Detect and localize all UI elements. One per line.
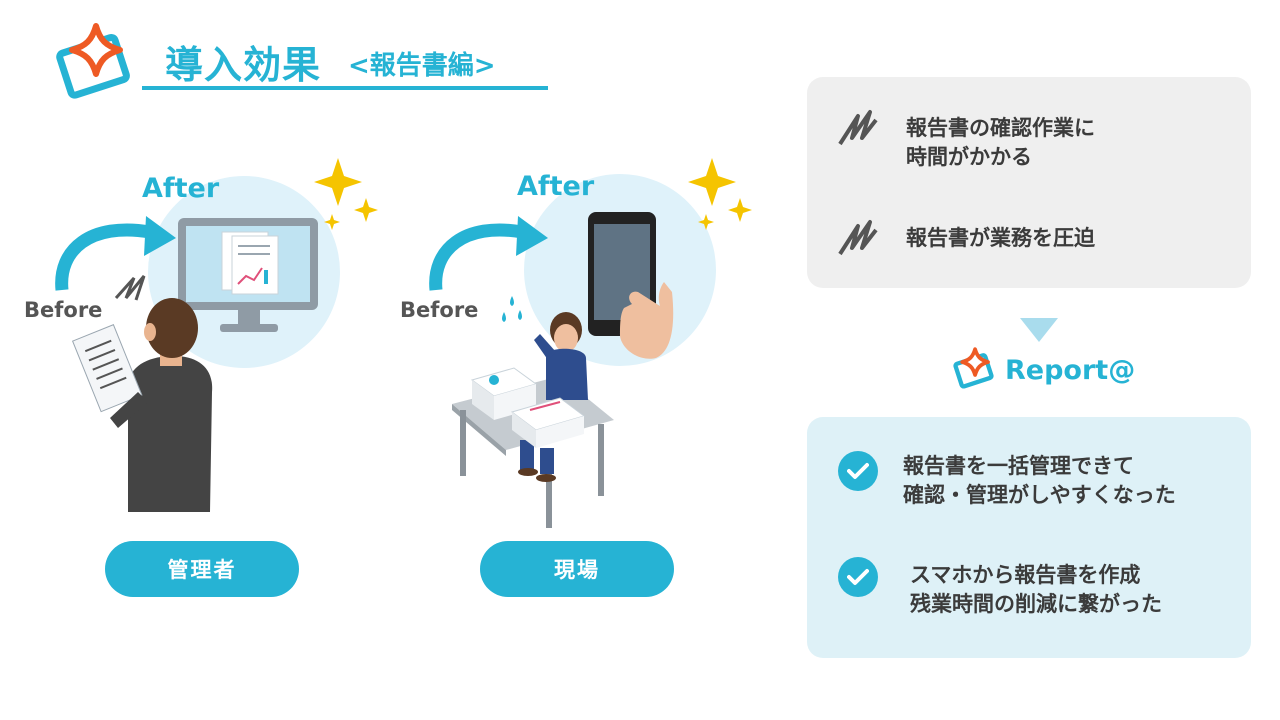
sweat-drops-icon: [510, 296, 514, 306]
stress-scribble-icon: [838, 110, 878, 146]
page-title: 導入効果: [165, 43, 322, 87]
problem-item-2-line-1: 報告書が業務を圧迫: [906, 226, 1095, 250]
scene-manager: After Before: [0, 140, 400, 530]
before-label: Before: [400, 298, 479, 322]
solution-panel: [807, 417, 1251, 658]
title-underline: [142, 86, 548, 90]
check-circle-icon: [838, 451, 878, 491]
sparkle-icon: [688, 158, 736, 206]
person-icon: [128, 356, 213, 512]
problem-item-2: 報告書が業務を圧迫: [906, 224, 1095, 253]
problem-panel: [807, 77, 1251, 288]
after-label: After: [517, 171, 595, 202]
benefit-item-1: 報告書を一括管理できて 確認・管理がしやすくなった: [903, 452, 1176, 510]
curved-arrow-icon: [429, 223, 524, 291]
logo-icon: [56, 23, 130, 99]
report-logo-icon: [953, 347, 994, 389]
manager-illustration: [55, 158, 378, 512]
benefit-item-2-line-2: 残業時間の削減に繋がった: [910, 592, 1162, 616]
role-pill-field: 現場: [480, 541, 674, 597]
paper-icon: [71, 324, 143, 413]
problem-item-1-line-1: 報告書の確認作業に: [906, 116, 1095, 140]
product-name: Report@: [1005, 355, 1136, 386]
page-subtitle: <報告書編>: [348, 51, 496, 81]
benefit-item-1-line-1: 報告書を一括管理できて: [903, 454, 1134, 478]
after-label: After: [142, 173, 220, 204]
curved-arrow-icon: [55, 223, 152, 291]
benefit-item-2: スマホから報告書を作成 残業時間の削減に繋がった: [910, 561, 1162, 619]
role-pill-manager: 管理者: [105, 541, 299, 597]
benefit-item-2-line-1: スマホから報告書を作成: [910, 563, 1141, 587]
stress-scribble-icon: [838, 220, 878, 256]
field-illustration: [429, 158, 752, 528]
before-label: Before: [24, 298, 103, 322]
check-circle-icon: [838, 557, 878, 597]
sparkle-icon: [314, 158, 362, 206]
benefit-item-1-line-2: 確認・管理がしやすくなった: [903, 483, 1176, 507]
hand-icon: [620, 282, 674, 359]
scene-field: After Before: [390, 140, 780, 530]
problem-item-1: 報告書の確認作業に 時間がかかる: [906, 114, 1095, 172]
down-arrow-icon: [1020, 318, 1058, 342]
stress-scribble-icon: [114, 275, 146, 301]
problem-item-1-line-2: 時間がかかる: [906, 145, 1032, 169]
